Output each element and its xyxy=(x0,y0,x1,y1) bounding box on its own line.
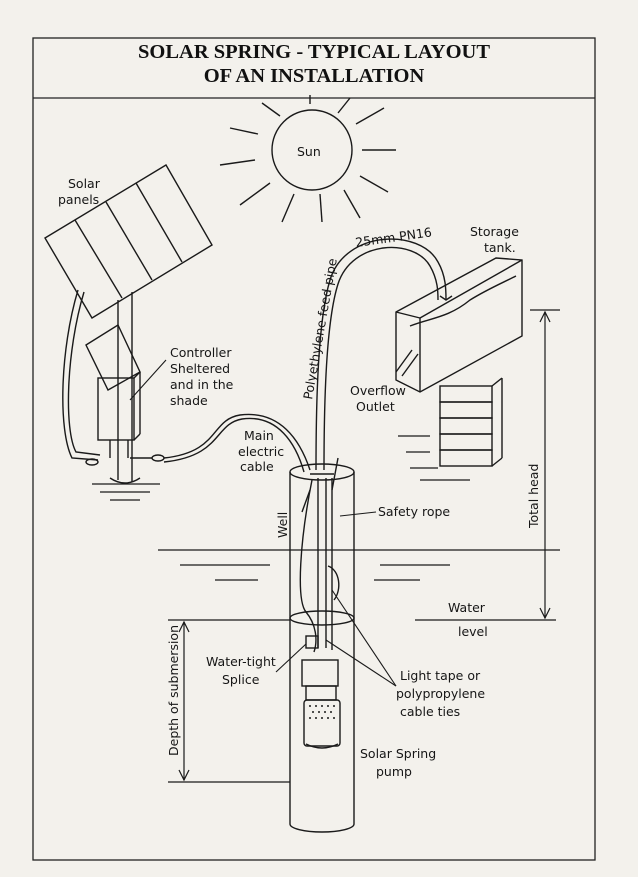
page-title: SOLAR SPRING - TYPICAL LAYOUT OF AN INST… xyxy=(34,40,594,98)
total-head-dimension xyxy=(530,309,560,620)
tape-label-1: Light tape or xyxy=(400,668,481,683)
water-lines xyxy=(158,549,560,621)
overflow-label-2: Outlet xyxy=(356,399,395,414)
main-cable-label-2: electric xyxy=(238,444,284,459)
feed-pipe-label: Polyethylene feed pipe xyxy=(300,257,340,401)
sun-drawing xyxy=(219,95,396,223)
controller-label-1: Controller xyxy=(170,345,232,360)
page-border xyxy=(32,37,596,861)
safety-rope-leader xyxy=(339,511,377,517)
main-cable-label-3: cable xyxy=(240,459,274,474)
solar-panels-drawing xyxy=(44,164,213,484)
water-level-label-1: Water xyxy=(448,600,486,615)
main-cable-label-1: Main xyxy=(244,428,274,443)
feed-pipe-drawing xyxy=(315,238,447,471)
well-label: Well xyxy=(275,512,290,538)
overflow-label-1: Overflow xyxy=(350,383,406,398)
ground-lines-left xyxy=(92,483,160,501)
depth-of-submersion-label: Depth of submersion xyxy=(166,625,181,756)
depth-of-submersion-dimension xyxy=(168,619,290,783)
storage-tank-drawing xyxy=(395,257,523,467)
solar-panels-label-2: panels xyxy=(58,192,99,207)
title-line-2: OF AN INSTALLATION xyxy=(203,65,425,87)
storage-tank-label-1: Storage xyxy=(470,224,519,239)
pump-label-1: Solar Spring xyxy=(360,746,436,761)
pump-label-2: pump xyxy=(376,764,412,779)
controller-label-2: Sheltered xyxy=(170,361,230,376)
splice-label-2: Splice xyxy=(222,672,260,687)
tape-leaders xyxy=(325,589,397,687)
ground-lines-right xyxy=(398,435,470,481)
controller-drawing xyxy=(62,289,311,473)
tape-label-2: polypropylene xyxy=(396,686,485,701)
tape-label-3: cable ties xyxy=(400,704,460,719)
splice-label-1: Water-tight xyxy=(206,654,276,669)
controller-leader xyxy=(129,359,167,401)
total-head-label: Total head xyxy=(526,464,541,529)
storage-tank-label-2: tank. xyxy=(484,240,516,255)
controller-label-4: shade xyxy=(170,393,208,408)
title-line-1: SOLAR SPRING - TYPICAL LAYOUT xyxy=(138,41,490,63)
splice-leader xyxy=(275,643,307,673)
safety-rope-label: Safety rope xyxy=(378,504,450,519)
controller-label-3: and in the xyxy=(170,377,234,392)
water-level-label-2: level xyxy=(458,624,488,639)
sun-label: Sun xyxy=(297,144,321,159)
solar-panels-label-1: Solar xyxy=(68,176,101,191)
well-drawing xyxy=(289,457,355,833)
pump-screen-dots xyxy=(309,705,335,719)
